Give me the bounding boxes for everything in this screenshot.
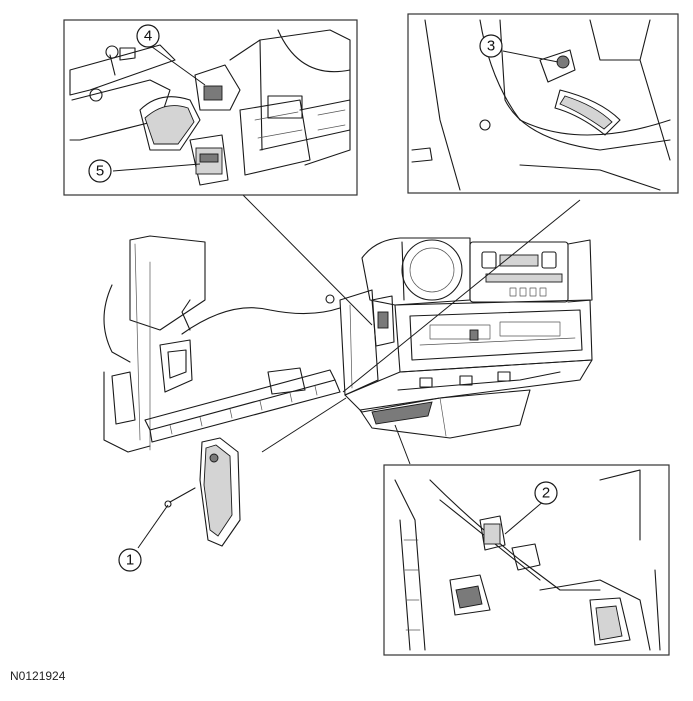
- callout-5-label: 5: [96, 163, 104, 180]
- callout-2-label: 2: [542, 485, 550, 502]
- detail-view-bottom-right: [383, 464, 670, 656]
- callout-3-label: 3: [487, 38, 495, 55]
- detail-view-top-right: [407, 13, 679, 194]
- callout-2: 2: [534, 481, 558, 505]
- callout-1-label: 1: [126, 552, 134, 569]
- figure-id-label: N0121924: [10, 669, 66, 683]
- instrument-panel-main-view: [103, 235, 593, 547]
- callout-4-label: 4: [144, 28, 152, 45]
- callout-3: 3: [479, 34, 503, 58]
- callout-1: 1: [118, 504, 169, 572]
- detail-leader-lines: [242, 194, 581, 465]
- callout-4: 4: [136, 24, 160, 48]
- callout-5: 5: [88, 159, 112, 183]
- detail-view-top-left: [63, 19, 358, 196]
